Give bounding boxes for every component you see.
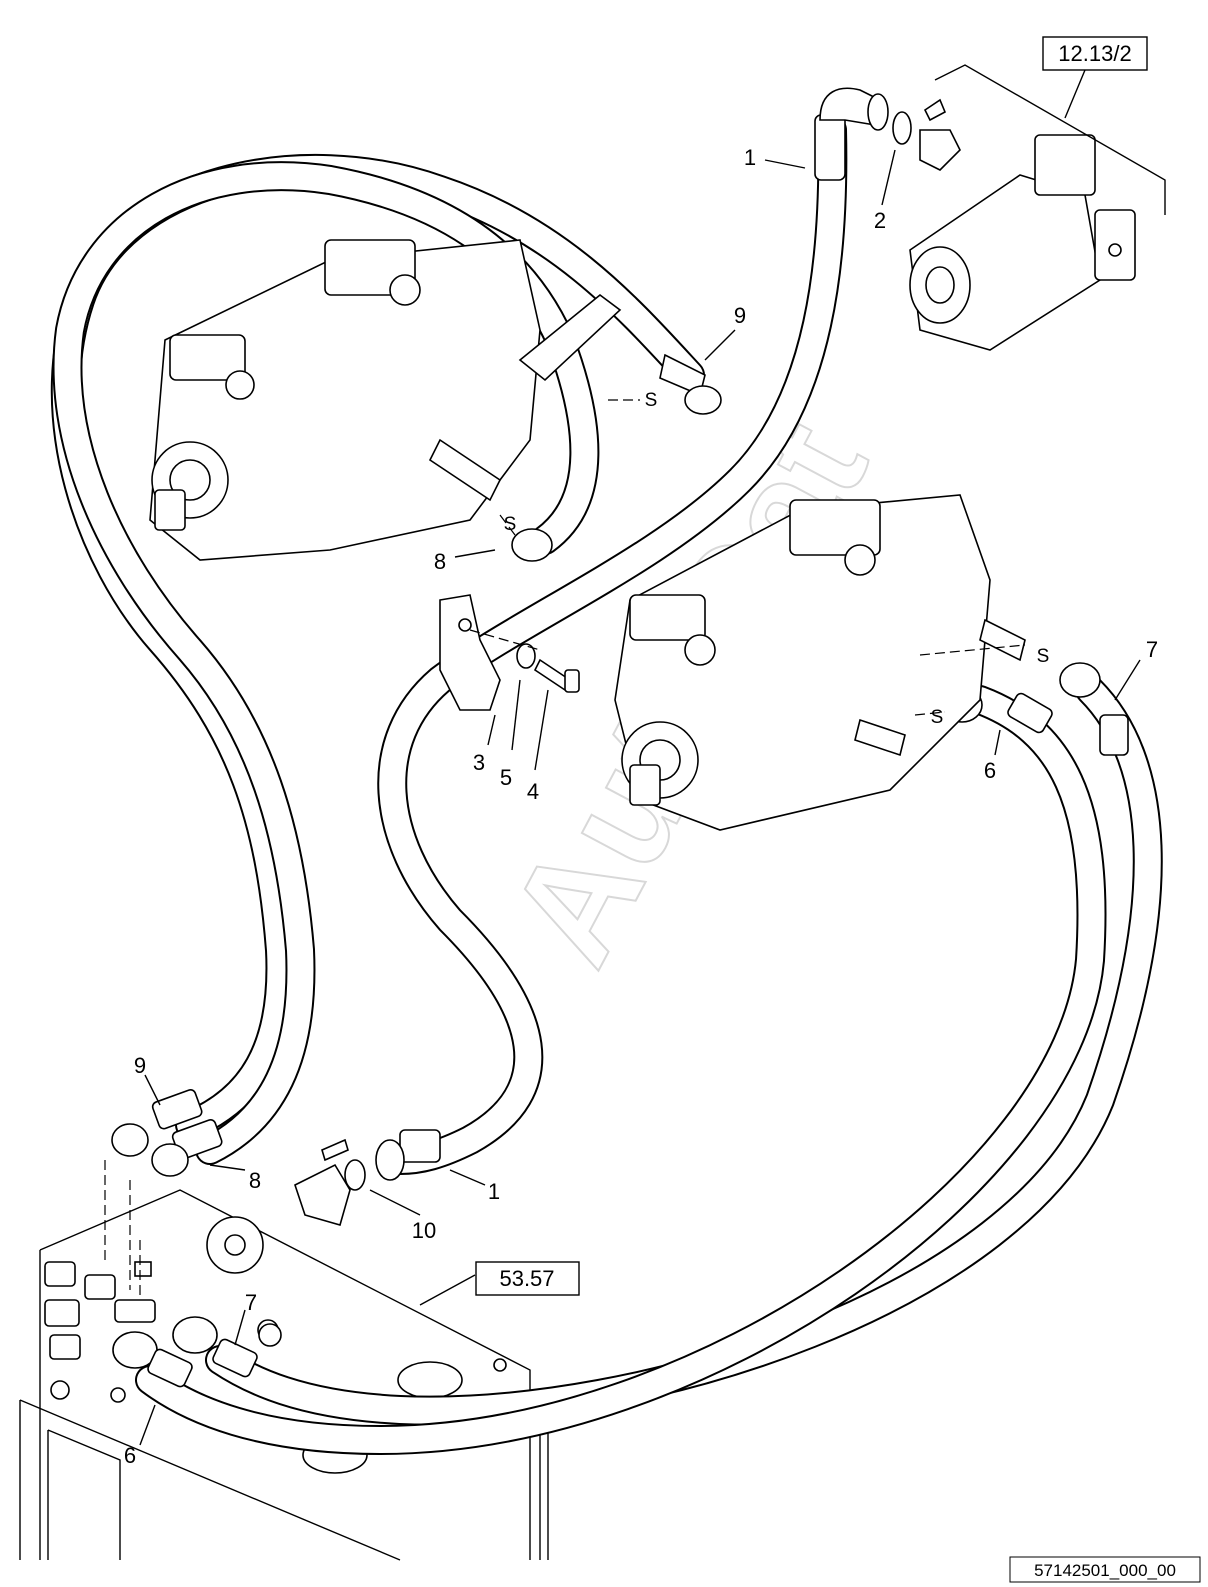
callout-1-bottom: 1 — [488, 1179, 500, 1204]
callout-6-top: 6 — [984, 758, 996, 783]
pump-assembly-upper — [149, 239, 622, 561]
callout-5: 5 — [500, 765, 512, 790]
callout-7-bottom: 7 — [245, 1290, 257, 1315]
dashed-connectors — [104, 399, 1026, 1300]
callout-8-bottom: 8 — [249, 1168, 261, 1193]
clamps-and-hardware — [258, 98, 961, 1347]
callout-9-top: 9 — [734, 303, 746, 328]
callout-2: 2 — [874, 208, 886, 233]
callout-leaders — [139, 149, 1141, 1446]
drawing-code: 57142501_000_00 — [1034, 1561, 1176, 1580]
callout-3: 3 — [473, 750, 485, 775]
motor-assembly — [909, 134, 1136, 351]
callout-10: 10 — [412, 1218, 436, 1243]
callout-6-bottom: 6 — [124, 1443, 136, 1468]
callout-7-top: 7 — [1146, 637, 1158, 662]
callout-s-4: S — [931, 707, 944, 728]
hose-fittings — [111, 87, 1129, 1388]
reference-box-12-13-label: 12.13/2 — [1058, 41, 1131, 66]
reference-box-12-13[interactable]: 12.13/2 — [1042, 36, 1148, 71]
pump-assembly-lower — [614, 494, 1026, 831]
hydraulic-tank — [19, 1189, 549, 1561]
reference-brackets — [419, 64, 1166, 1306]
hose-assemblies — [50, 115, 1163, 1456]
tank-fittings — [44, 1261, 156, 1360]
callout-9-bottom: 9 — [134, 1053, 146, 1078]
callout-4: 4 — [527, 779, 539, 804]
callout-8-top: 8 — [434, 549, 446, 574]
reference-box-53-57[interactable]: 53.57 — [475, 1261, 580, 1296]
reference-box-53-57-label: 53.57 — [499, 1266, 554, 1291]
callout-s-2: S — [504, 514, 517, 535]
callout-s-3: S — [1037, 646, 1050, 667]
callout-labels: 1 2 9 S S 8 3 5 4 S S 7 6 9 8 1 10 7 6 — [124, 145, 1158, 1468]
callout-s-1: S — [645, 390, 658, 411]
callout-1-top: 1 — [744, 145, 756, 170]
drawing-code-box: 57142501_000_00 — [1009, 1556, 1201, 1583]
